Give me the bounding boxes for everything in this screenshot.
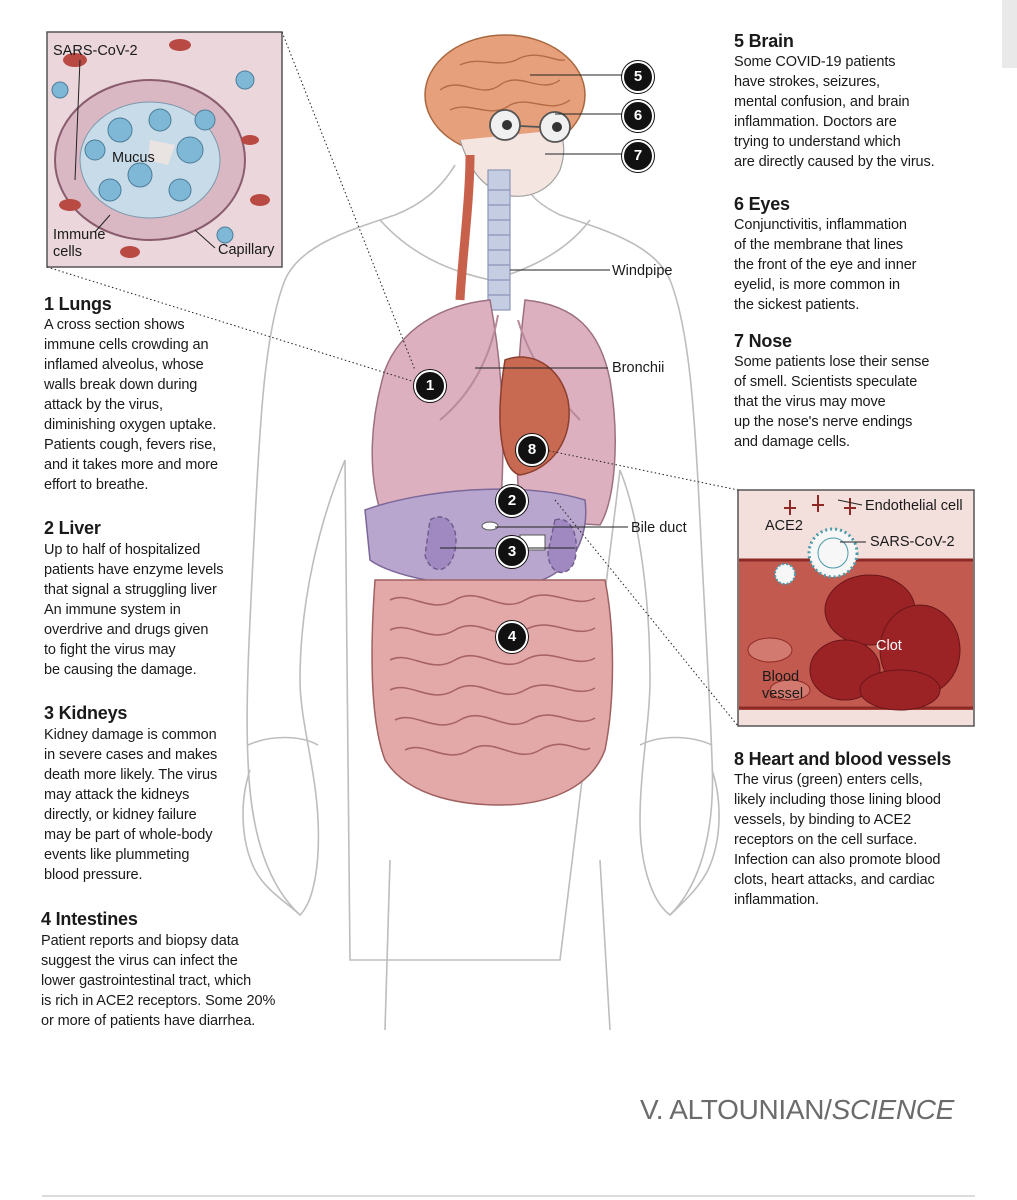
badge-nose: 7 [622,140,654,172]
badge-kidneys: 3 [496,536,528,568]
label-windpipe: Windpipe [612,263,673,279]
eyes-title: 6 Eyes [734,194,790,214]
scrollbar-thumb[interactable] [1002,0,1017,68]
badge-eyes: 6 [622,100,654,132]
lung-inset-sars-label: SARS-CoV-2 [53,43,138,59]
vessel-inset-endothelial-label: Endothelial cell [865,498,963,514]
kidneys-body: Kidney damage is common in severe cases … [44,727,218,883]
liver-body: Up to half of hospitalized patients have… [44,542,224,678]
credit-source: SCIENCE [831,1094,955,1125]
label-bile-duct: Bile duct [631,520,687,536]
lung-inset [46,31,283,268]
credit-name: V. ALTOUNIAN/ [640,1094,832,1125]
kidneys-title: 3 Kidneys [44,703,128,723]
nose-body: Some patients lose their sense of smell.… [734,354,930,450]
brain-title: 5 Brain [734,31,794,51]
badge-intestines: 4 [496,621,528,653]
lung-inset-mucus-label: Mucus [112,150,155,166]
leader-lines [46,31,866,727]
windpipe [455,154,511,311]
intestines-title: 4 Intestines [41,909,138,929]
eyes-body: Conjunctivitis, inflammation of the memb… [734,217,917,313]
label-bronchii: Bronchii [612,360,665,376]
head [424,34,586,197]
heart-body: The virus (green) enters cells, likely i… [734,772,941,908]
image-credit: V. ALTOUNIAN/SCIENCE [640,1094,954,1126]
lung-inset-capillary-label: Capillary [218,242,275,258]
nose-title: 7 Nose [734,331,792,351]
bottom-divider [42,1195,975,1197]
lungs-title: 1 Lungs [44,294,112,314]
vessel-inset-clot-label: Clot [876,638,902,654]
brain-body: Some COVID-19 patients have strokes, sei… [734,54,935,170]
vessel-inset-sars-label: SARS-CoV-2 [870,534,955,550]
badge-lungs: 1 [414,370,446,402]
liver-kidneys [364,488,587,587]
liver-title: 2 Liver [44,518,101,538]
vessel-inset [737,489,975,727]
intestines-body: Patient reports and biopsy data suggest … [41,931,341,1031]
vessel-inset-vessel-label: Blood vessel [762,669,804,702]
heart-title: 8 Heart and blood vessels [734,749,952,769]
lung-inset-immune-label: Immune cells [53,227,106,260]
vessel-inset-ace2-label: ACE2 [765,518,803,534]
badge-liver: 2 [496,485,528,517]
badge-heart: 8 [516,434,548,466]
lungs-body: A cross section shows immune cells crowd… [44,317,218,493]
badge-brain: 5 [622,61,654,93]
intestines [371,579,614,806]
